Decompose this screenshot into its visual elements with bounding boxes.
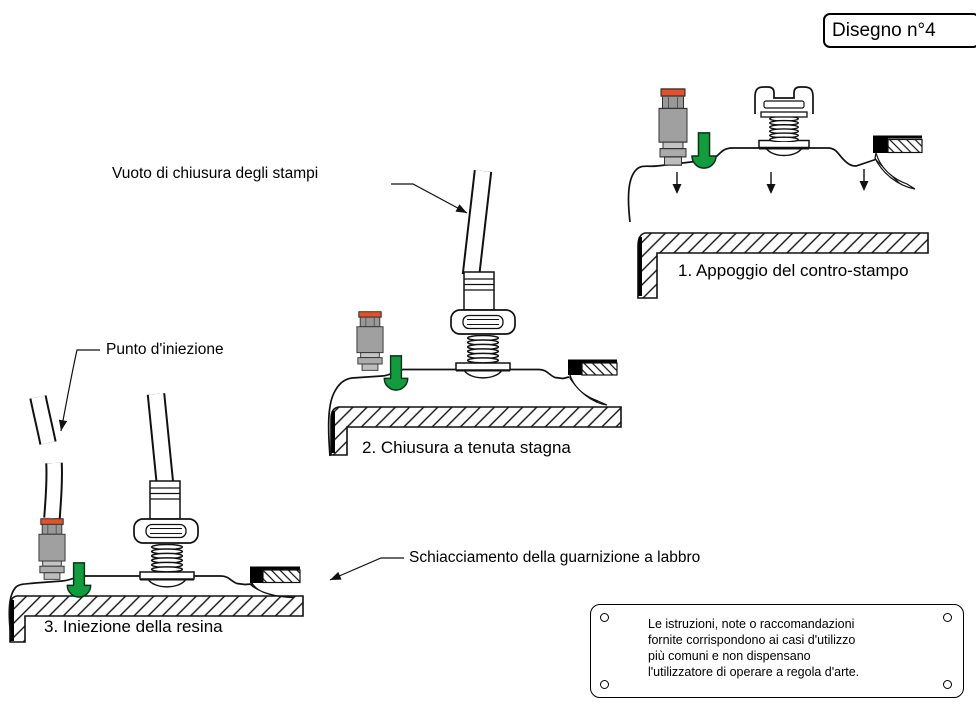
- label-lip-gasket: Schiacciamento della guarnizione a labbr…: [409, 549, 701, 566]
- step-3-caption: 3. Iniezione della resina: [44, 617, 223, 636]
- push-in-fitting: [38, 518, 66, 580]
- spring: [466, 335, 500, 363]
- step-2-caption: 2. Chiusura a tenuta stagna: [362, 438, 571, 457]
- rivet-hole: [943, 680, 952, 689]
- counter-mold-sheet: [8, 575, 253, 639]
- vacuum-tube: [461, 169, 493, 277]
- drawing-number-box: Disegno n°4: [823, 13, 976, 48]
- mold-edge-face: [331, 411, 335, 453]
- flange: [139, 571, 195, 581]
- diagram-step-1: [627, 86, 929, 299]
- mold-edge-face: [638, 237, 642, 296]
- diagram-step-3: [8, 393, 304, 643]
- note-line: più comuni e non dispensano: [648, 649, 811, 663]
- press-down-arrows: [672, 169, 869, 194]
- tube-clamp: [450, 309, 516, 335]
- note-line: fornite corrispondono ai casi d'utilizzo: [648, 633, 856, 647]
- label-mold-vacuum: Vuoto di chiusura degli stampi: [112, 165, 319, 182]
- seal-plug: [383, 355, 409, 391]
- note-text: Le istruzioni, note o raccomandazioni fo…: [648, 616, 859, 680]
- drawing-number-label: Disegno n°4: [832, 19, 936, 41]
- mold-section: [637, 232, 929, 299]
- push-in-fitting: [356, 311, 384, 371]
- diagram-step-2: [327, 169, 622, 457]
- mold-section: [330, 406, 622, 456]
- push-in-fitting: [658, 88, 688, 166]
- counter-mold-sheet: [327, 368, 570, 457]
- seal-plug: [691, 132, 717, 169]
- note-line: Le istruzioni, note o raccomandazioni: [648, 617, 855, 631]
- step-1-caption: 1. Appoggio del contro-stampo: [678, 261, 909, 280]
- note-box: Le istruzioni, note o raccomandazioni fo…: [590, 604, 964, 698]
- vacuum-tube: [146, 393, 175, 485]
- cam-clamp: [754, 86, 814, 118]
- lip-gasket-squashed: [250, 566, 301, 599]
- leader-lip-gasket: [329, 557, 404, 581]
- spring: [768, 116, 800, 142]
- tube-connector: [463, 271, 495, 311]
- injection-tube: [29, 395, 63, 519]
- flange: [455, 362, 511, 372]
- rivet-hole: [943, 613, 952, 622]
- note-line: l'utilizzatore di operare a regola d'art…: [648, 665, 860, 679]
- rivet-hole: [600, 613, 609, 622]
- rivet-hole: [600, 680, 609, 689]
- lip-gasket: [873, 135, 923, 190]
- lip-gasket: [568, 359, 618, 406]
- counter-mold-sheet: [627, 147, 878, 223]
- mold-edge-face: [10, 600, 14, 641]
- tube-connector: [149, 480, 181, 520]
- label-injection-point: Punto d'iniezione: [106, 341, 224, 358]
- spring: [150, 544, 184, 572]
- tube-clamp: [133, 518, 199, 544]
